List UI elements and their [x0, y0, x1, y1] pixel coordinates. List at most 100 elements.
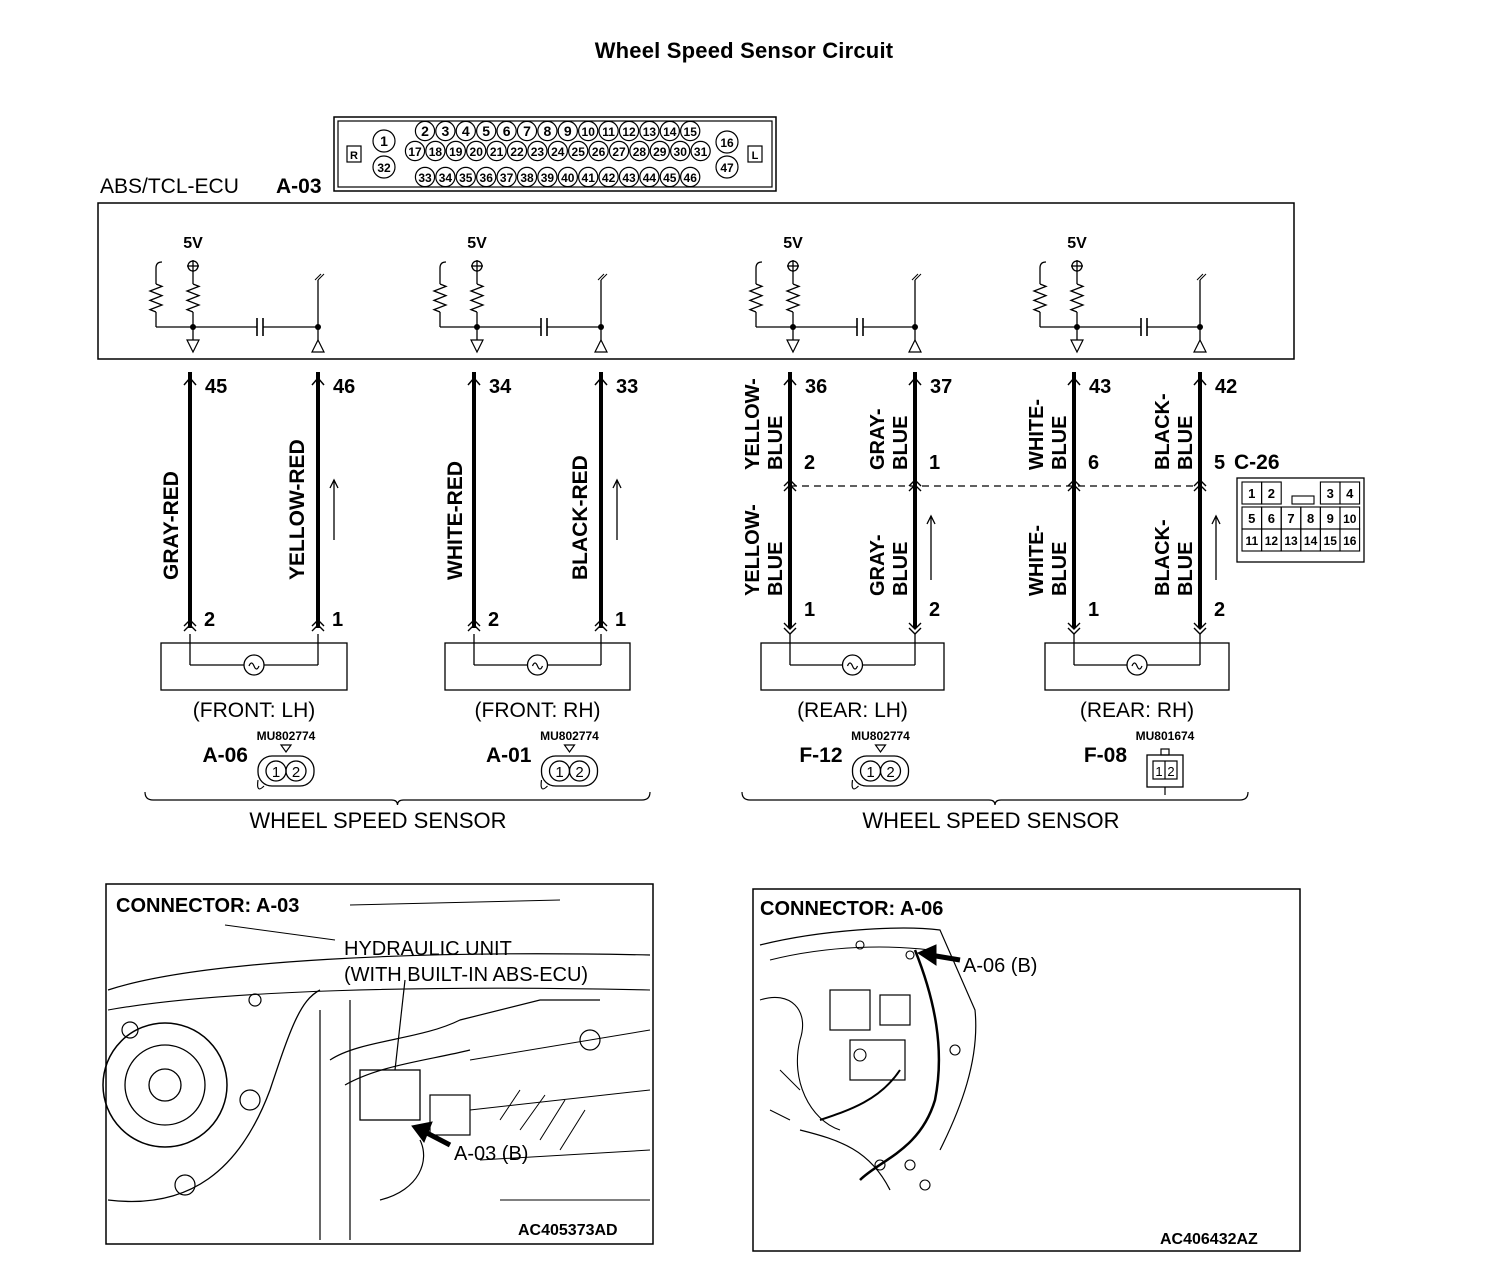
wire-color-label: YELLOW-	[742, 504, 764, 596]
strut-tower	[102, 1022, 228, 1148]
sensor-connector-id: F-08	[1084, 744, 1128, 767]
output-triangle	[1193, 338, 1207, 353]
wire-color-label: BLUE	[1175, 416, 1197, 470]
harness	[819, 1069, 901, 1121]
intermediate-terminal	[908, 479, 922, 492]
sensor-pin-number: 2	[1214, 599, 1225, 621]
ecu-pin-ring	[435, 120, 456, 142]
c26-pin: 6	[1268, 511, 1275, 526]
callout-text: (WITH BUILT-IN ABS-ECU)	[344, 964, 588, 986]
sensor-coil-wave	[248, 662, 260, 670]
bias-resistor	[432, 283, 448, 313]
c26-pin: 14	[1304, 534, 1318, 548]
page-title: Wheel Speed Sensor Circuit	[594, 38, 894, 63]
sensor-coil	[1126, 654, 1148, 676]
wire-color-label: BLUE	[890, 542, 912, 596]
sensor-part-number: MU802774	[851, 729, 910, 743]
wire-color-label: WHITE-	[1026, 399, 1048, 470]
ecu-pin-ring	[537, 120, 558, 142]
ecu-pin: 30	[674, 145, 688, 159]
ecu-pin-ring	[496, 166, 517, 188]
group-label-front: WHEEL SPEED SENSOR	[249, 808, 506, 833]
wire-color-label: YELLOW-RED	[286, 439, 309, 580]
ecu-pin: 12	[622, 125, 636, 139]
sensor-part-number: MU802774	[540, 729, 599, 743]
sensor-body	[444, 642, 631, 691]
ecu-pin-ring	[715, 130, 739, 154]
ecu-pin-number: 33	[616, 376, 638, 398]
ecu-pin: 31	[694, 145, 708, 159]
sensor-coil	[526, 654, 549, 676]
ecu-pin-ring	[670, 140, 691, 162]
ecu-pin-ring	[476, 166, 497, 188]
output-triangle	[311, 338, 325, 353]
ecu-pin: 19	[449, 145, 463, 159]
ecu-pin: 27	[612, 145, 626, 159]
locator-arrow-head	[411, 1121, 433, 1144]
ecu-channel-1: 5V	[155, 235, 325, 354]
view-header: CONNECTOR: A-03	[116, 895, 299, 917]
ecu-pin-ring	[547, 140, 569, 162]
sensor-terminal	[311, 619, 325, 632]
wire-color-label: BLUE	[765, 542, 787, 596]
ecu-pin-ring	[680, 120, 701, 142]
connector-pin: 1	[272, 764, 280, 781]
ecu-pin-ring	[659, 166, 681, 188]
connector-pin: 2	[292, 764, 300, 781]
wire-color-label: WHITE-	[1026, 525, 1048, 596]
ecu-pin: 38	[520, 171, 534, 185]
wire-color-label: GRAY-	[867, 408, 889, 470]
ecu-pin: 39	[541, 171, 555, 185]
input-triangle	[786, 339, 800, 354]
ecu-pin-ring	[425, 140, 446, 162]
ecu-pin: 32	[377, 161, 391, 175]
bias-resistor	[748, 283, 764, 313]
c26-pin: 10	[1343, 512, 1357, 526]
figure-code: AC405373AD	[518, 1222, 618, 1239]
ecu-pin: 33	[418, 171, 432, 185]
ecu-pin-ring	[629, 140, 650, 162]
sensor-body	[760, 642, 945, 691]
sensor-terminal	[467, 619, 481, 632]
ecu-pin: 25	[572, 145, 586, 159]
ecu-pin-number: 46	[333, 376, 355, 398]
ecu-pin-ring	[372, 155, 396, 179]
output-triangle	[908, 338, 922, 353]
ecu-pin-ring	[639, 120, 660, 142]
c26-pin: 4	[1346, 486, 1354, 501]
ecu-pin-number: 42	[1215, 376, 1237, 398]
connector-pin: 2	[886, 764, 894, 781]
wire-color-label: BLACK-RED	[569, 455, 592, 580]
signal-arrow-head	[612, 478, 622, 489]
ecu-pin-ring	[557, 120, 579, 142]
sensor-coil-wave	[846, 662, 859, 670]
key-mark	[279, 744, 293, 754]
ecu-pin: 11	[602, 125, 615, 139]
ecu-l-marker: L	[752, 150, 759, 162]
ecu-pin: 22	[510, 145, 524, 159]
ecu-pin-ring	[649, 140, 671, 162]
intermediate-terminal	[1067, 479, 1081, 492]
ecu-pin: 3	[442, 123, 450, 139]
mid-pin-number: 1	[929, 452, 940, 474]
ecu-pin: 13	[643, 125, 657, 139]
sensor-position: (FRONT: LH)	[193, 699, 316, 722]
sensor-coil	[841, 654, 864, 676]
ecu-r-marker: R	[350, 150, 358, 162]
ecu-pin-ring	[466, 140, 487, 162]
intermediate-terminal	[1193, 479, 1207, 492]
sensor-coil-wave	[531, 662, 544, 670]
wire-color-label: BLUE	[1049, 542, 1071, 596]
ecu-pin: 21	[490, 145, 504, 159]
wire-color-label: BLACK-	[1152, 519, 1174, 596]
ecu-pin: 37	[500, 171, 514, 185]
ecu-pin: 15	[684, 125, 698, 139]
sensor-position: (FRONT: RH)	[475, 699, 601, 722]
key-mark	[874, 744, 887, 754]
signal-arrow-head	[926, 514, 936, 525]
ecu-pin-ring	[455, 120, 476, 142]
